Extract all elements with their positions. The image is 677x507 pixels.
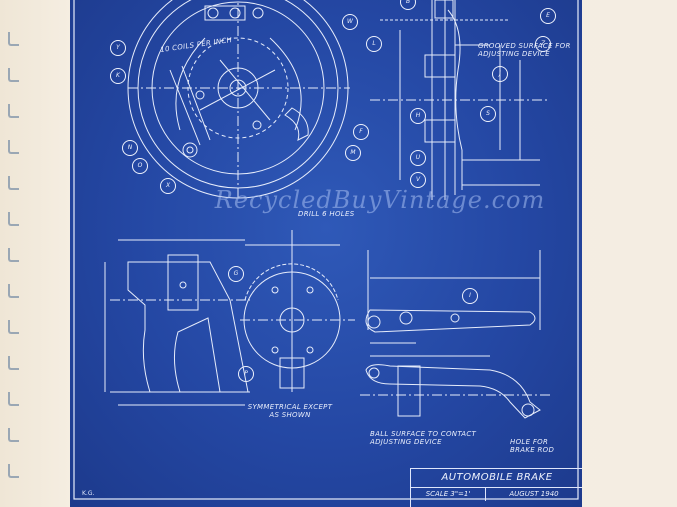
binding-ring: [8, 32, 19, 46]
note-symmetrical: SYMMETRICAL EXCEPT AS SHOWN: [247, 403, 333, 419]
callout-bubble: Y: [110, 40, 126, 56]
blueprint-drawing: [73, 0, 579, 500]
lever-view: [360, 250, 550, 419]
plate-view: [240, 230, 355, 392]
spiral-binding: [0, 0, 30, 507]
callout-bubble: L: [366, 36, 382, 52]
binding-ring: [8, 320, 19, 334]
callout-bubble: E: [540, 8, 556, 24]
binding-ring: [8, 68, 19, 82]
blueprint-sheet: Y K N O X W L F M B E Z J S G P I H U V …: [70, 0, 582, 507]
callout-bubble: H: [410, 108, 426, 124]
binding-ring: [8, 356, 19, 370]
callout-bubble: U: [410, 150, 426, 166]
binding-ring: [8, 140, 19, 154]
callout-bubble: J: [492, 66, 508, 82]
callout-bubble: X: [160, 178, 176, 194]
callout-bubble: K: [110, 68, 126, 84]
callout-bubble: W: [342, 14, 358, 30]
drawing-title: AUTOMOBILE BRAKE: [411, 469, 582, 488]
brake-drum-section-view: [370, 0, 550, 200]
callout-bubble: Z: [535, 36, 551, 52]
binding-ring: [8, 428, 19, 442]
title-block: AUTOMOBILE BRAKE SCALE 3"=1' AUGUST 1940: [410, 468, 582, 507]
callout-bubble: P: [238, 366, 254, 382]
note-drill-holes: DRILL 6 HOLES: [298, 210, 355, 218]
callout-bubble: M: [345, 145, 361, 161]
drawing-border: [73, 0, 579, 500]
binding-ring: [8, 212, 19, 226]
drafter-initials: K.G.: [82, 490, 95, 497]
bracket-view: [104, 239, 250, 406]
watermark-text: RecycledBuyVintage.com: [214, 186, 546, 214]
binding-ring: [8, 248, 19, 262]
callout-bubble: V: [410, 172, 426, 188]
callout-bubble: N: [122, 140, 138, 156]
drawing-date: AUGUST 1940: [509, 490, 559, 498]
drawing-scale: SCALE 3"=1': [411, 487, 486, 501]
binding-ring: [8, 104, 19, 118]
note-grooved-surface: GROOVED SURFACE FOR ADJUSTING DEVICE: [478, 42, 571, 58]
binding-ring: [8, 176, 19, 190]
callout-bubble: I: [462, 288, 478, 304]
callout-bubble: S: [480, 106, 496, 122]
brake-drum-front-view: [127, 0, 350, 200]
binding-ring: [8, 284, 19, 298]
note-brake-rod-hole: HOLE FOR BRAKE ROD: [510, 438, 555, 454]
binding-ring: [8, 392, 19, 406]
callout-bubble: O: [132, 158, 148, 174]
note-ball-surface: BALL SURFACE TO CONTACT ADJUSTING DEVICE: [370, 430, 477, 446]
binding-ring: [8, 464, 19, 478]
callout-bubble: G: [228, 266, 244, 282]
callout-bubble: F: [353, 124, 369, 140]
